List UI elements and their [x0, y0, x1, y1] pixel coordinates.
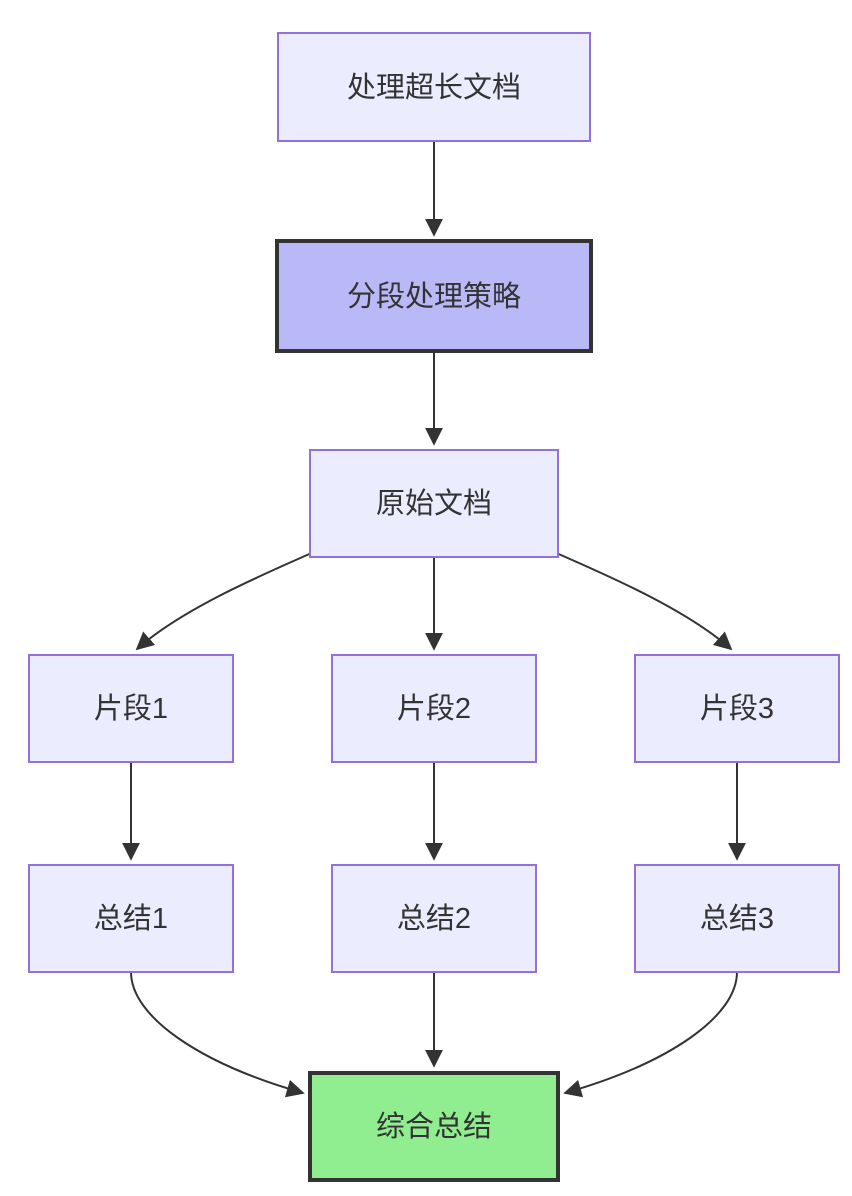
node-process-long-doc-label: 处理超长文档 — [347, 71, 521, 104]
node-summary-3-label: 总结3 — [700, 902, 774, 935]
node-summary-2-label: 总结2 — [397, 902, 471, 935]
node-summary-2: 总结2 — [331, 864, 537, 973]
node-fragment-2: 片段2 — [331, 654, 537, 763]
node-fragment-3-label: 片段3 — [700, 692, 774, 725]
node-summary-2-box — [331, 864, 537, 973]
node-summary-1: 总结1 — [28, 864, 234, 973]
node-original-doc: 原始文档 — [309, 449, 559, 558]
node-segment-strategy: 分段处理策略 — [275, 239, 593, 353]
node-fragment-2-box — [331, 654, 537, 763]
node-process-long-doc-box — [277, 32, 591, 142]
node-fragment-1: 片段1 — [28, 654, 234, 763]
edge-original-to-fragment3 — [553, 551, 733, 651]
edge-layer — [122, 141, 746, 1098]
node-fragment-2-label: 片段2 — [397, 692, 471, 725]
node-segment-strategy-box — [275, 239, 593, 353]
node-summary-1-label: 总结1 — [94, 902, 168, 935]
edge-summary1-to-final — [130, 971, 305, 1098]
node-layer: 处理超长文档 分段处理策略 原始文档 片段1 片段2 片段3 — [28, 32, 840, 1182]
node-summary-3-box — [634, 864, 840, 973]
node-final-summary: 综合总结 — [308, 1071, 560, 1182]
node-fragment-1-box — [28, 654, 234, 763]
node-fragment-1-label: 片段1 — [94, 692, 168, 725]
node-original-doc-label: 原始文档 — [376, 487, 492, 520]
node-fragment-3: 片段3 — [634, 654, 840, 763]
node-process-long-doc: 处理超长文档 — [277, 32, 591, 142]
node-original-doc-box — [309, 449, 559, 558]
node-segment-strategy-label: 分段处理策略 — [347, 280, 521, 313]
edge-summary3-to-final — [563, 971, 738, 1098]
node-fragment-3-box — [634, 654, 840, 763]
node-final-summary-label: 综合总结 — [376, 1110, 492, 1143]
node-final-summary-box — [308, 1071, 560, 1182]
node-summary-1-box — [28, 864, 234, 973]
node-summary-3: 总结3 — [634, 864, 840, 973]
edge-original-to-fragment1 — [135, 551, 315, 651]
